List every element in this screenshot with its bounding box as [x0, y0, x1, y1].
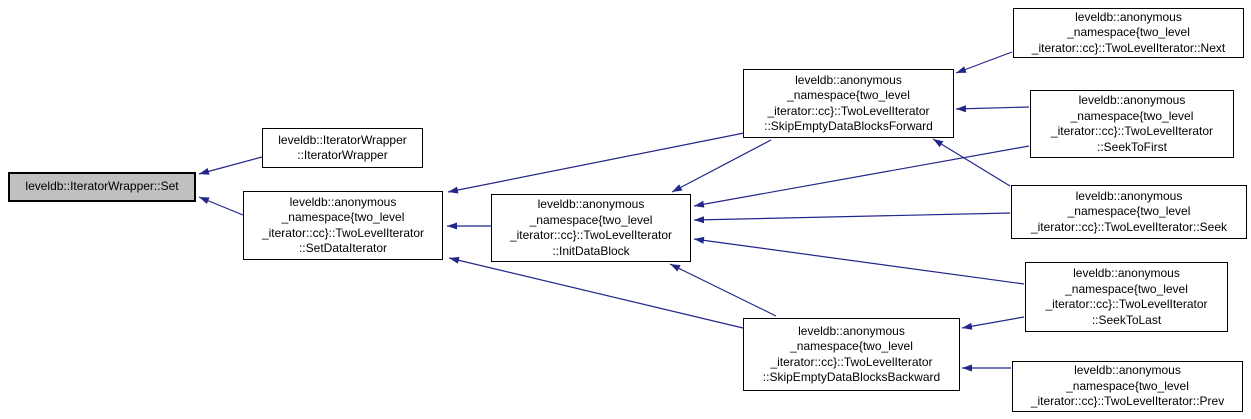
edge-seek-to-skip-empty-forward: [932, 138, 1011, 187]
node-set-data-iterator[interactable]: leveldb::anonymous _namespace{two_level …: [243, 191, 443, 260]
node-label-line: _namespace{two_level: [1065, 281, 1188, 296]
edge-next-to-skip-empty-forward: [955, 51, 1013, 74]
node-label-line: _iterator::cc}::TwoLevelIterator: [770, 354, 933, 369]
node-label-line: leveldb::anonymous: [1078, 93, 1186, 107]
node-skip-empty-data-blocks-forward[interactable]: leveldb::anonymous _namespace{two_level …: [743, 69, 954, 138]
node-label-line: _iterator::cc}::TwoLevelIterator: [1045, 297, 1208, 311]
node-label-line: _namespace{two_level: [1067, 25, 1190, 40]
node-label-line: ::SetDataIterator: [298, 241, 388, 255]
node-seek[interactable]: leveldb::anonymous _namespace{two_level …: [1011, 185, 1247, 239]
node-label-line: _iterator::cc}::TwoLevelIterator::Prev: [1030, 394, 1225, 409]
node-seek-to-last[interactable]: leveldb::anonymous _namespace{two_level …: [1025, 262, 1228, 332]
edge-skip-empty-forward-to-init-data-block: [671, 139, 772, 193]
node-seek-to-first[interactable]: leveldb::anonymous _namespace{two_level …: [1030, 90, 1234, 158]
node-label-line: ::SkipEmptyDataBlocksForward: [764, 119, 933, 133]
node-label-line: leveldb::anonymous: [1075, 188, 1183, 203]
node-label-line: _namespace{two_level: [281, 210, 405, 224]
node-iterator-wrapper-ctor[interactable]: leveldb::IteratorWrapper ::IteratorWrapp…: [262, 128, 423, 168]
edge-skip-empty-forward-to-set-data-iterator: [447, 132, 745, 194]
node-label-line: _iterator::cc}::TwoLevelIterator: [1050, 124, 1214, 138]
node-label-line: _iterator::cc}::TwoLevelIterator::Seek: [1030, 219, 1228, 234]
node-label-line: ::InitDataBlock: [552, 243, 630, 258]
node-label-line: _iterator::cc}::TwoLevelIterator::Next: [1031, 40, 1226, 55]
edge-seek-to-first-to-skip-empty-forward: [955, 105, 1030, 113]
node-init-data-block[interactable]: leveldb::anonymous _namespace{two_level …: [491, 194, 691, 262]
node-label-line: _namespace{two_level: [529, 212, 653, 227]
node-skip-empty-data-blocks-backward[interactable]: leveldb::anonymous _namespace{two_level …: [743, 318, 960, 391]
node-label-line: _iterator::cc}::TwoLevelIterator: [261, 225, 425, 240]
edge-set-data-iterator-to-set: [198, 196, 244, 216]
node-label-line: _namespace{two_level: [787, 88, 910, 102]
node-label-line: _namespace{two_level: [1066, 378, 1189, 393]
node-label-line: _namespace{two_level: [1070, 108, 1194, 123]
node-next[interactable]: leveldb::anonymous _namespace{two_level …: [1013, 8, 1244, 58]
node-label-line: leveldb::IteratorWrapper: [278, 132, 407, 147]
node-label-line: _namespace{two_level: [790, 339, 913, 353]
node-label-line: leveldb::anonymous: [798, 323, 905, 338]
edge-seek-to-last-to-init-data-block: [693, 236, 1025, 285]
edge-seek-to-init-data-block: [693, 212, 1011, 224]
edge-skip-empty-backward-to-init-data-block: [669, 263, 777, 317]
node-label-line: leveldb::anonymous: [289, 194, 397, 209]
edge-iterator-wrapper-ctor-to-set: [198, 156, 263, 175]
node-label-line: ::SkipEmptyDataBlocksBackward: [762, 370, 941, 384]
edge-seek-to-last-to-skip-empty-backward: [961, 316, 1025, 330]
edge-skip-empty-backward-to-set-data-iterator: [448, 256, 744, 329]
node-prev[interactable]: leveldb::anonymous _namespace{two_level …: [1012, 361, 1243, 412]
node-label-line: _namespace{two_level: [1067, 204, 1191, 219]
node-label-line: leveldb::anonymous: [795, 72, 902, 87]
node-label-line: leveldb::anonymous: [1074, 363, 1181, 378]
node-label-line: ::SeekToLast: [1091, 312, 1162, 327]
node-label-line: leveldb::anonymous: [1073, 266, 1180, 280]
node-iterator-wrapper-set[interactable]: leveldb::IteratorWrapper::Set: [8, 172, 196, 202]
node-label-line: _iterator::cc}::TwoLevelIterator: [767, 103, 930, 118]
node-label-line: ::SeekToFirst: [1096, 139, 1168, 154]
node-label-line: leveldb::anonymous: [537, 197, 645, 211]
node-label-line: _iterator::cc}::TwoLevelIterator: [509, 228, 673, 242]
node-label-line: leveldb::IteratorWrapper::Set: [25, 179, 179, 194]
node-label-line: leveldb::anonymous: [1075, 9, 1182, 24]
node-label-line: ::IteratorWrapper: [297, 148, 388, 162]
edge-seek-to-first-to-init-data-block: [693, 145, 1030, 208]
